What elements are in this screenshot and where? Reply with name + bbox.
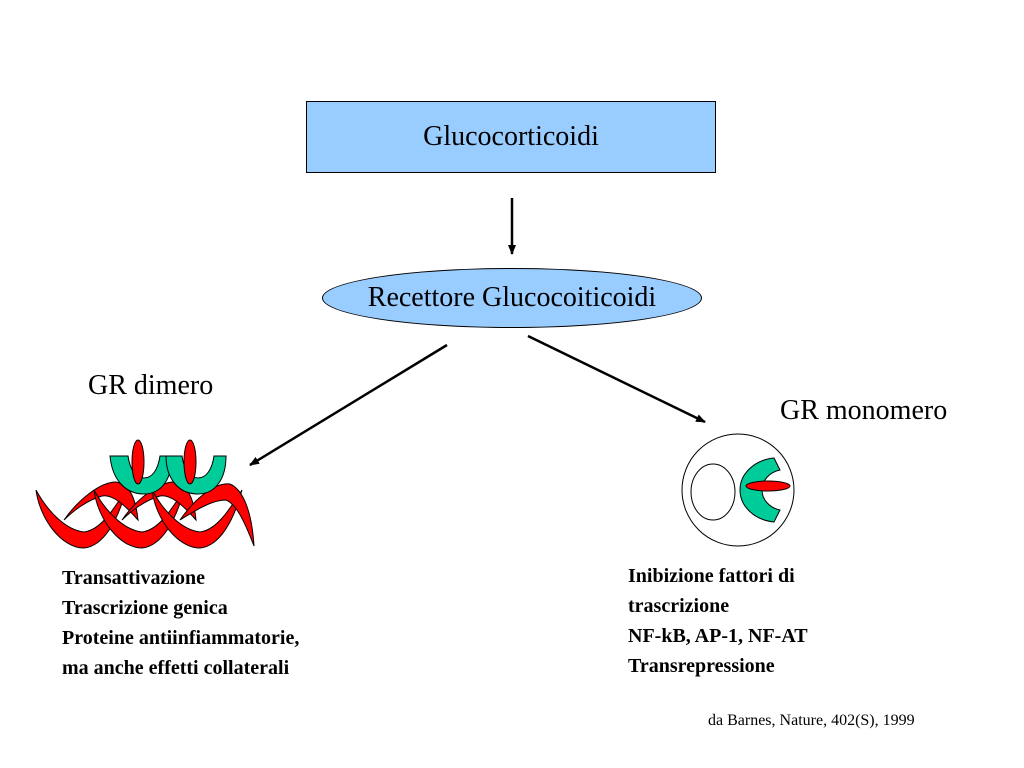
arrow-left bbox=[249, 343, 448, 467]
gr-dimer-dna-icon bbox=[35, 439, 255, 549]
gr-monomer-label: GR monomero bbox=[780, 395, 948, 426]
gr-dimer-label: GR dimero bbox=[88, 370, 214, 401]
dimer-effect-line: ma anche effetti collaterali bbox=[62, 657, 290, 679]
arrow-right bbox=[527, 334, 706, 424]
monomer-effects-text: Inibizione fattori di trascrizione NF-kB… bbox=[628, 561, 918, 681]
monomer-effect-line: trascrizione bbox=[628, 595, 730, 617]
dimer-effect-line: Proteine antiinfiammatorie, bbox=[62, 627, 300, 649]
citation: da Barnes, Nature, 402(S), 1999 bbox=[708, 712, 915, 729]
monomer-effect-line: Transrepressione bbox=[628, 655, 775, 677]
dimer-effect-line: Trascrizione genica bbox=[62, 597, 228, 619]
dimer-effects-text: Transattivazione Trascrizione genica Pro… bbox=[62, 563, 299, 683]
gr-monomer-icon bbox=[681, 433, 795, 547]
glucocorticoids-box: Glucocorticoidi bbox=[306, 101, 716, 173]
glucocorticoids-label: Glucocorticoidi bbox=[423, 121, 599, 152]
monomer-effect-line: NF-kB, AP-1, NF-AT bbox=[628, 625, 808, 647]
glucocorticoid-receptor-ellipse: Recettore Glucocoiticoidi bbox=[322, 268, 702, 328]
monomer-effect-line: Inibizione fattori di bbox=[628, 565, 795, 587]
dimer-effect-line: Transattivazione bbox=[62, 567, 205, 589]
receptor-label: Recettore Glucocoiticoidi bbox=[367, 282, 657, 313]
